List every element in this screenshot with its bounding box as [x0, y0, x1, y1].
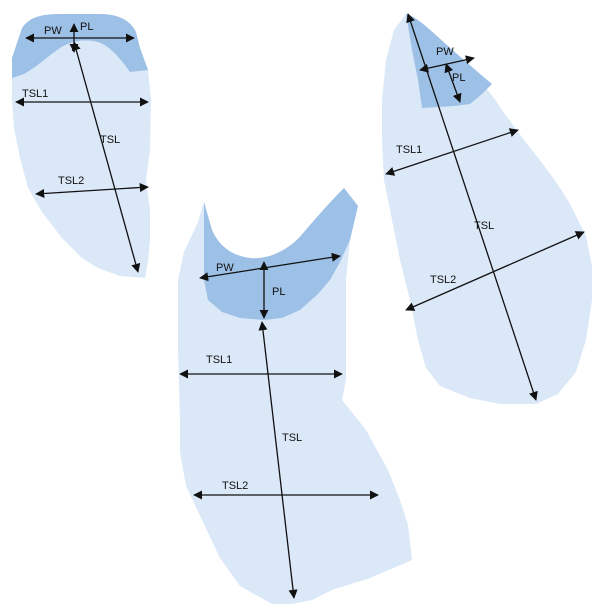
right-tsl2-label: TSL2: [430, 274, 456, 286]
left-tsl1-label: TSL1: [22, 88, 48, 100]
center-tsl1-label: TSL1: [206, 354, 232, 366]
left-pw-label: PW: [44, 25, 62, 37]
center-tsl2-label: TSL2: [222, 480, 248, 492]
right-body-shape: [382, 14, 592, 404]
left-pl-label: PL: [80, 21, 93, 33]
left-specimen: PW PL TSL1 TSL TSL2: [12, 14, 151, 278]
right-tsl1-label: TSL1: [396, 144, 422, 156]
left-tsl-label: TSL: [100, 134, 120, 146]
right-tsl-label: TSL: [474, 220, 494, 232]
center-specimen: PW PL TSL1 TSL TSL2: [178, 188, 412, 604]
center-tsl-label: TSL: [282, 432, 302, 444]
right-pw-label: PW: [436, 46, 454, 58]
right-pl-label: PL: [452, 72, 465, 84]
center-pw-label: PW: [216, 262, 234, 274]
left-tsl2-label: TSL2: [58, 175, 84, 187]
right-specimen: PW PL TSL1 TSL TSL2: [382, 14, 592, 404]
center-pl-label: PL: [272, 286, 285, 298]
